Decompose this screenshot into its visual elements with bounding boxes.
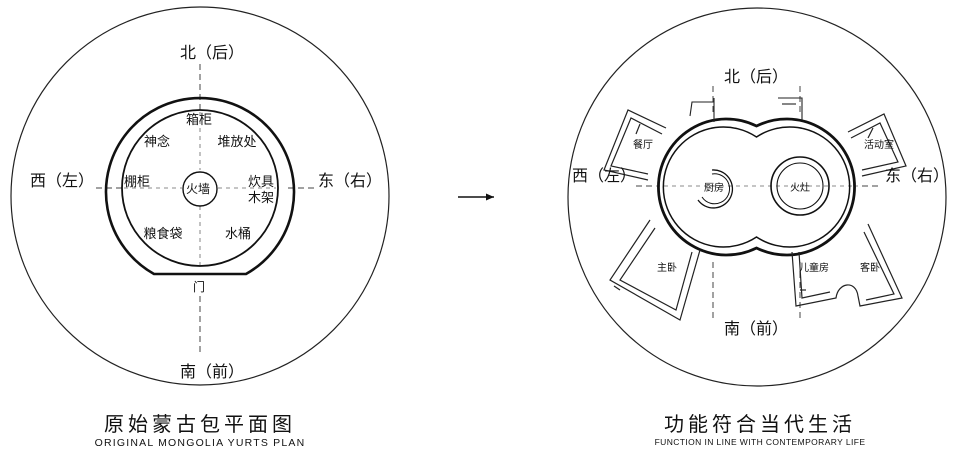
- label-cookware-2: 木架: [248, 191, 274, 206]
- label-cookware-1: 炊具: [248, 175, 274, 190]
- label-kitchen: 厨房: [704, 181, 724, 194]
- label-stove: 火墙: [186, 182, 210, 196]
- label-activity: 活动室: [864, 138, 894, 151]
- label-children: 儿童房: [799, 261, 829, 274]
- right-south-label: 南（前）: [724, 319, 788, 338]
- label-bucket: 水桶: [225, 227, 251, 242]
- label-guest: 客卧: [860, 261, 880, 274]
- left-yurt-outer-wall: [104, 96, 296, 276]
- left-caption-subtitle: ORIGINAL MONGOLIA YURTS PLAN: [94, 437, 306, 449]
- label-cabinet: 棚柜: [124, 175, 150, 190]
- right-outer-circle: [567, 7, 947, 387]
- right-yurt-inner-wall: [662, 126, 851, 248]
- transition-arrow: [458, 193, 494, 201]
- label-grain: 粮食袋: [143, 226, 182, 242]
- left-yurt-inner-wall: [121, 109, 279, 267]
- annex-master: [609, 219, 701, 321]
- label-shrine: 神念: [144, 134, 170, 150]
- left-caption: 原始蒙古包平面图 ORIGINAL MONGOLIA YURTS PLAN: [40, 408, 360, 449]
- right-caption: 功能符合当代生活 FUNCTION IN LINE WITH CONTEMPOR…: [600, 408, 920, 447]
- right-west-label: 西（左）: [572, 166, 636, 185]
- left-east-label: 东（右）: [318, 171, 382, 190]
- left-north-label: 北（后）: [180, 43, 244, 62]
- left-west-label: 西（左）: [30, 171, 94, 190]
- annex-bedrooms: [791, 223, 903, 307]
- fire-ring-inner: [776, 162, 824, 210]
- left-south-label: 南（前）: [180, 362, 244, 381]
- label-dining: 餐厅: [633, 138, 653, 151]
- north-vestibules: [689, 97, 803, 122]
- right-east-label: 东（右）: [885, 166, 949, 185]
- left-fire-wall: [182, 171, 218, 207]
- fire-ring-outer: [770, 156, 830, 216]
- annex-dining: [603, 109, 667, 181]
- label-door: 门: [193, 279, 205, 294]
- right-north-label: 北（后）: [724, 67, 788, 86]
- left-caption-title: 原始蒙古包平面图: [104, 412, 296, 436]
- left-plan: 北（后） 南（前） 西（左） 东（右） 箱柜 神念 堆放处 棚柜 火墙 炊具 木…: [10, 6, 390, 386]
- right-caption-title: 功能符合当代生活: [664, 412, 856, 436]
- label-fire: 火灶: [790, 181, 810, 194]
- label-master: 主卧: [657, 261, 677, 274]
- label-storage: 堆放处: [217, 135, 256, 150]
- right-yurt-outer-wall: [657, 117, 856, 257]
- kitchen-ring: [697, 169, 734, 209]
- label-chest: 箱柜: [186, 112, 212, 128]
- left-outer-circle: [10, 6, 390, 386]
- annex-activity: [847, 113, 907, 177]
- right-caption-subtitle: FUNCTION IN LINE WITH CONTEMPORARY LIFE: [654, 437, 866, 447]
- right-plan: 北（后） 南（前） 西（左） 东（右） 餐厅 活动室 厨房 火灶 主卧 儿童房 …: [567, 7, 949, 387]
